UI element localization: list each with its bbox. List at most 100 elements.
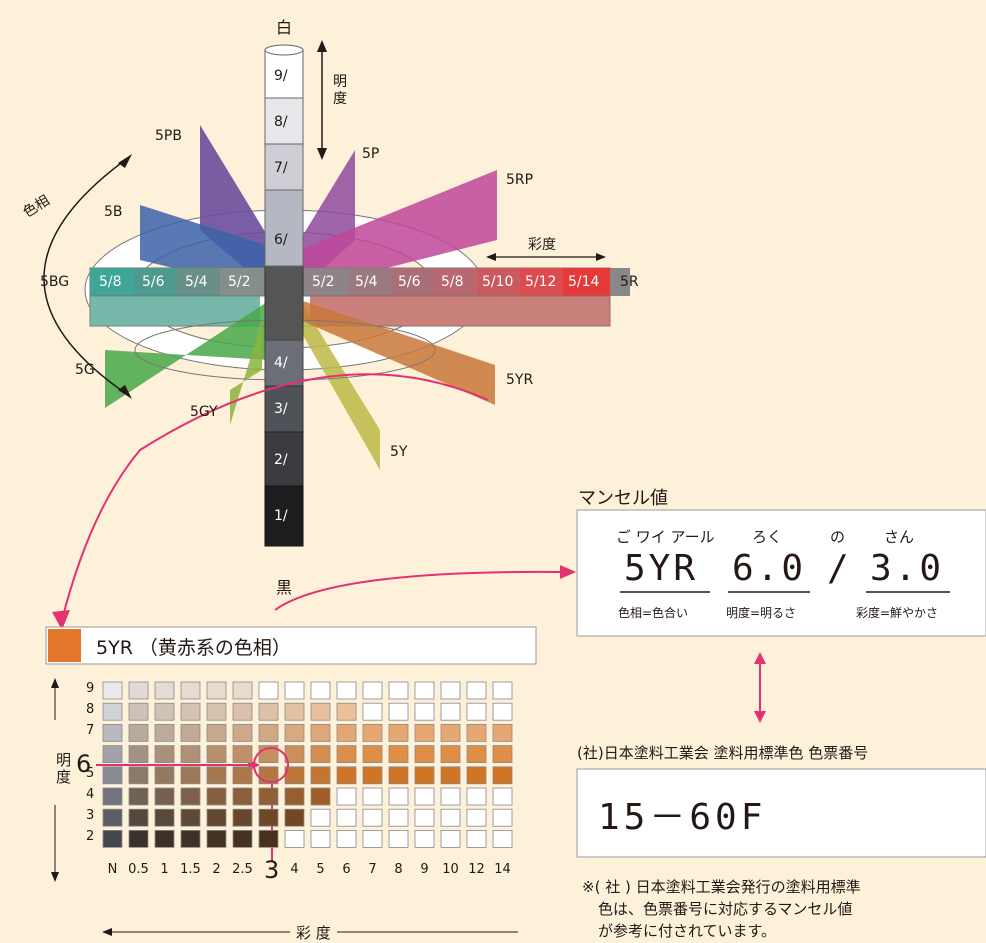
hue-5gy: 5GY [190, 404, 218, 420]
chip [284, 830, 305, 848]
chip [128, 808, 149, 827]
chip [102, 724, 123, 742]
chip [362, 766, 383, 785]
chip [440, 681, 461, 700]
chroma-caption: 彩度=鮮やかさ [856, 606, 939, 620]
chip [414, 808, 435, 827]
hue-5bg: 5BG [40, 274, 70, 290]
hue-plane-5rp [300, 170, 497, 290]
value-axis-label: 明 度 [333, 74, 347, 107]
chart-chroma-axis: 彩 度 [290, 922, 337, 943]
chart-title: 5YR （黄赤系の色相） [96, 637, 291, 659]
chip [206, 766, 227, 785]
chip [440, 766, 461, 785]
chip [336, 681, 357, 700]
chip [154, 745, 175, 763]
hue-5p: 5P [362, 146, 380, 162]
chip [180, 787, 201, 806]
chip [128, 766, 149, 785]
chroma-tick: 9 [420, 862, 429, 877]
chip [180, 681, 201, 700]
chart-value-axis: 明 度 [56, 751, 72, 786]
chip [180, 702, 201, 721]
chip [336, 745, 357, 763]
chip [466, 808, 487, 827]
chip [388, 681, 409, 700]
chip [232, 745, 253, 763]
chip [492, 702, 513, 721]
chip [414, 681, 435, 700]
chip [388, 808, 409, 827]
chip [232, 766, 253, 785]
chip [206, 724, 227, 742]
band-r-12: 5/12 [525, 274, 557, 290]
chip [232, 808, 253, 827]
value-tick: 7 [86, 723, 95, 739]
munsell-value: 6.0 [732, 548, 807, 589]
band-bg-4: 5/4 [185, 274, 208, 290]
chip [258, 681, 279, 700]
chip [388, 702, 409, 721]
value-tick: 4 [86, 787, 95, 802]
chip [414, 724, 435, 742]
chip [284, 808, 305, 827]
note-line-2: 色は、色票番号に対応するマンセル値 [598, 900, 853, 918]
chip [102, 702, 123, 721]
value-1: 1/ [274, 508, 288, 524]
chip [362, 681, 383, 700]
chip [440, 830, 461, 848]
chip [206, 830, 227, 848]
chip [154, 787, 175, 806]
chip [362, 787, 383, 806]
chroma-tick: 0.5 [128, 862, 149, 877]
chip [206, 787, 227, 806]
value-9: 9/ [274, 68, 288, 84]
chip [284, 702, 305, 721]
chroma-tick: N [107, 862, 118, 877]
chip [206, 808, 227, 827]
chip [466, 830, 487, 848]
value-8: 8/ [274, 114, 288, 130]
chip [180, 745, 201, 763]
band-bg-2: 5/2 [228, 274, 251, 290]
chip [180, 808, 201, 827]
band-r-4: 5/4 [355, 274, 378, 290]
chip [154, 808, 175, 827]
value-tick: 5 [86, 765, 95, 781]
standard-code-box [576, 768, 986, 858]
hue-plane-5y [300, 300, 380, 470]
chip [492, 787, 513, 806]
value-7: 7/ [274, 160, 288, 176]
chip [466, 787, 487, 806]
chip [180, 724, 201, 742]
chip [128, 745, 149, 763]
chip [180, 766, 201, 785]
chip [154, 766, 175, 785]
chip [310, 830, 331, 848]
chip [102, 808, 123, 827]
chroma-tick: 12 [468, 862, 485, 877]
value-tick: 9 [86, 681, 95, 696]
chip [102, 766, 123, 785]
chroma-tick: 1 [160, 862, 169, 877]
hue-5b: 5B [104, 204, 123, 220]
chroma-tick: 5 [316, 862, 325, 877]
value-3: 3/ [274, 401, 288, 417]
chip [310, 787, 331, 806]
chip [258, 830, 279, 848]
chip [258, 808, 279, 827]
chip [414, 702, 435, 721]
chip [258, 787, 279, 806]
chip [232, 681, 253, 700]
chroma-tick: 1.5 [180, 862, 201, 877]
chip [414, 830, 435, 848]
munsell-title: マンセル値 [578, 488, 668, 509]
chroma-tick: 8 [394, 862, 403, 877]
chip [388, 745, 409, 763]
chip [440, 724, 461, 742]
chip [128, 702, 149, 721]
chip [440, 808, 461, 827]
chip [440, 787, 461, 806]
chip [310, 681, 331, 700]
